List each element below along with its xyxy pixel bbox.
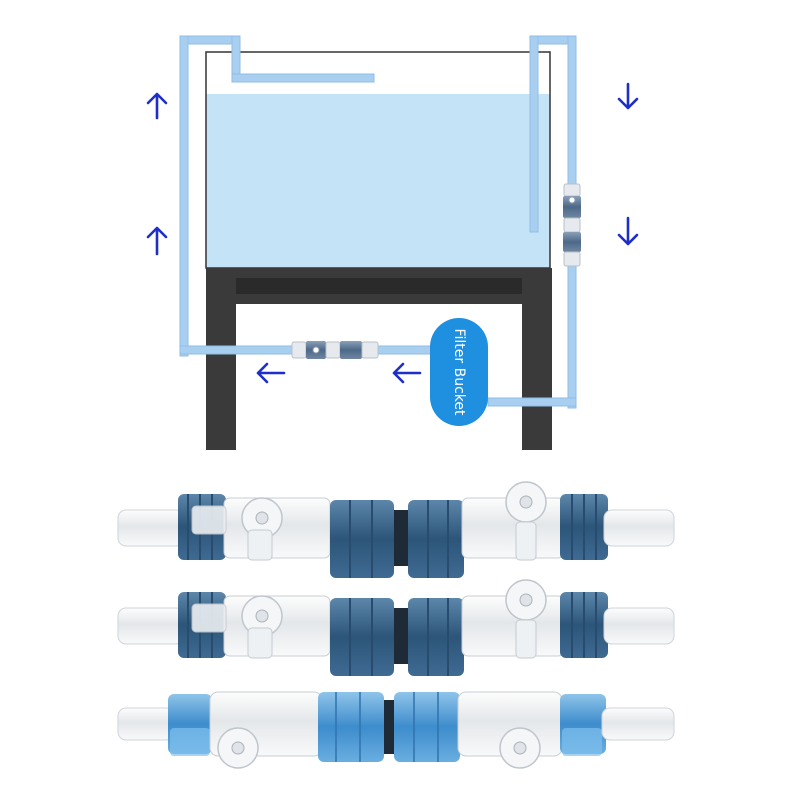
valve-assemblies (117, 481, 675, 769)
filter-bucket-label: Filter Bucket (451, 328, 467, 416)
tank-water (206, 94, 550, 268)
inline-valve-bottom (291, 341, 379, 359)
aquarium-diagram: Filter Bucket (146, 35, 639, 450)
arrow-left-icon (256, 362, 286, 384)
stand-left-leg (206, 300, 236, 450)
pipe-top-left (179, 35, 241, 45)
aquarium-tank (205, 51, 551, 269)
arrow-down-icon (617, 216, 639, 246)
flow-arrows (146, 82, 639, 384)
filter-bucket-body (430, 318, 488, 426)
pipe-filter-inlet (487, 397, 577, 407)
arrow-up-icon (146, 92, 168, 120)
aquarium-stand (206, 268, 552, 450)
pipe-return-outlet (231, 73, 375, 83)
stand-right-leg (522, 300, 552, 450)
valve-assembly-3 (117, 691, 675, 769)
valve-assembly-1 (117, 481, 675, 578)
arrow-down-icon (617, 82, 639, 110)
pipe-bottom-left (179, 345, 301, 355)
pipe-left-vertical (179, 35, 189, 357)
stand-rail (236, 278, 522, 294)
return-pipe (179, 35, 437, 357)
inline-valve-right (563, 183, 581, 267)
valve-assembly-2 (117, 579, 675, 676)
filter-bucket: Filter Bucket (430, 318, 488, 426)
pipe-intake-drop (529, 35, 539, 233)
arrow-left-icon (392, 362, 422, 384)
pipe-bottom-mid (375, 345, 437, 355)
arrow-up-icon (146, 226, 168, 256)
